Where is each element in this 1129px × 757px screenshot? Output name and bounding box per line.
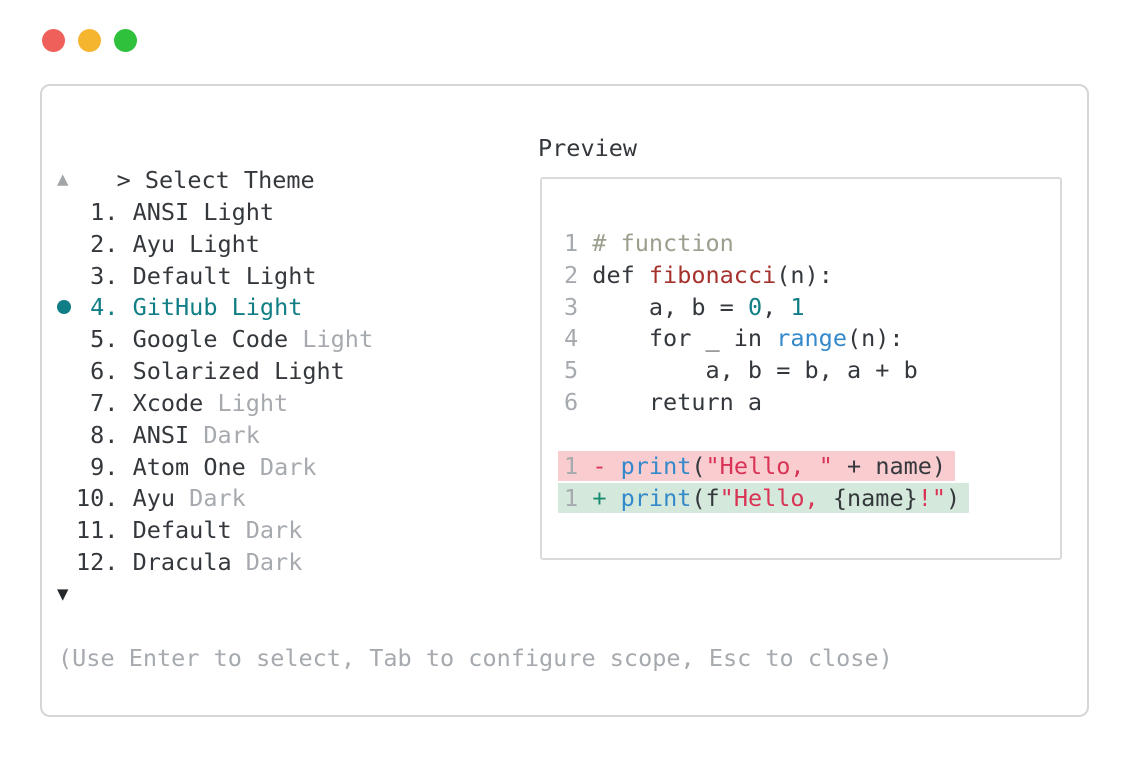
theme-variant: Dark <box>189 484 246 513</box>
theme-list-item[interactable]: 7. Xcode Light <box>57 387 373 419</box>
code-block: 1 # function 2 def fibonacci(n): 3 a, b = … <box>558 228 970 515</box>
theme-variant: Light <box>302 325 374 354</box>
theme-number: 4. <box>90 293 119 322</box>
scroll-down-icon[interactable]: ▼ <box>57 583 69 605</box>
theme-variant: Light <box>217 388 289 417</box>
theme-number: 10. <box>76 484 119 513</box>
theme-list-item[interactable]: 4. GitHub Light <box>57 291 373 323</box>
theme-variant: Light <box>203 197 275 226</box>
prompt-row: > Select Theme <box>60 132 315 194</box>
theme-list-item[interactable]: 10. Ayu Dark <box>57 482 373 514</box>
theme-list-item[interactable]: 2. Ayu Light <box>57 228 373 260</box>
theme-number: 1. <box>90 197 119 226</box>
diff-removed-line: 1 - print("Hello, " + name) <box>558 450 969 483</box>
code-line: 2 def fibonacci(n): <box>564 260 833 289</box>
theme-variant: Light <box>274 357 345 386</box>
page-title: Select Theme <box>144 166 315 194</box>
theme-list-item[interactable]: 5. Google Code Light <box>57 323 373 355</box>
theme-list-item[interactable]: 12. Dracula Dark <box>57 546 373 578</box>
theme-list-item[interactable]: 6. Solarized Light <box>57 355 373 387</box>
theme-name: GitHub Light <box>132 293 303 322</box>
theme-list-item[interactable]: 1. ANSI Light <box>57 196 373 228</box>
theme-name: Solarized Light <box>132 357 345 386</box>
preview-label: Preview <box>538 134 638 162</box>
theme-name: Xcode Light <box>132 388 289 417</box>
code-line: 4 for _ in range(n): <box>564 324 904 353</box>
theme-name: ANSI Light <box>132 197 275 226</box>
theme-list-item[interactable]: 9. Atom One Dark <box>57 451 373 483</box>
theme-number: 8. <box>90 420 119 449</box>
code-line: 6 return a <box>564 388 763 417</box>
scroll-up-icon[interactable]: ▲ <box>57 168 69 190</box>
code-line: 3 a, b = 0, 1 <box>564 292 805 321</box>
theme-variant: Dark <box>203 420 260 449</box>
theme-name: Ayu Light <box>132 229 260 258</box>
theme-number: 12. <box>76 548 119 577</box>
theme-name: Default Light <box>132 261 317 290</box>
theme-name: ANSI Dark <box>132 420 260 449</box>
theme-number: 11. <box>76 516 119 545</box>
theme-variant: Light <box>189 229 260 258</box>
theme-number: 6. <box>90 357 119 386</box>
theme-number: 2. <box>90 229 119 258</box>
theme-variant: Dark <box>245 516 303 545</box>
theme-list-item[interactable]: 3. Default Light <box>57 260 373 292</box>
preview-pane: 1 # function 2 def fibonacci(n): 3 a, b = … <box>540 177 1062 560</box>
close-button[interactable] <box>42 29 65 52</box>
theme-list-item[interactable]: 8. ANSI Dark <box>57 419 373 451</box>
theme-variant: Dark <box>245 548 303 577</box>
theme-variant: Light <box>245 261 317 290</box>
theme-name: Dracula Dark <box>132 548 303 577</box>
minimize-button[interactable] <box>78 29 101 52</box>
zoom-button[interactable] <box>114 29 137 52</box>
theme-name: Google Code Light <box>132 325 374 354</box>
theme-number: 3. <box>90 261 119 290</box>
theme-variant: Dark <box>259 452 317 481</box>
theme-name: Ayu Dark <box>132 484 246 513</box>
theme-name: Default Dark <box>132 516 303 545</box>
code-line: 1 # function <box>564 229 734 257</box>
diff-added-line: 1 + print(f"Hello, {name}!") <box>558 482 970 515</box>
theme-number: 7. <box>90 388 119 417</box>
code-line <box>564 419 969 451</box>
theme-variant: Light <box>231 293 303 322</box>
theme-number: 5. <box>90 325 119 354</box>
code-line: 5 a, b = b, a + b <box>564 356 918 385</box>
theme-list-item[interactable]: 11. Default Dark <box>57 514 373 546</box>
selected-theme-bullet-icon <box>57 300 76 315</box>
prompt-caret-icon: > <box>116 166 131 194</box>
footer-hint: (Use Enter to select, Tab to configure s… <box>58 644 893 672</box>
theme-number: 9. <box>90 452 119 481</box>
window-controls <box>42 29 137 52</box>
theme-name: Atom One Dark <box>132 452 317 481</box>
